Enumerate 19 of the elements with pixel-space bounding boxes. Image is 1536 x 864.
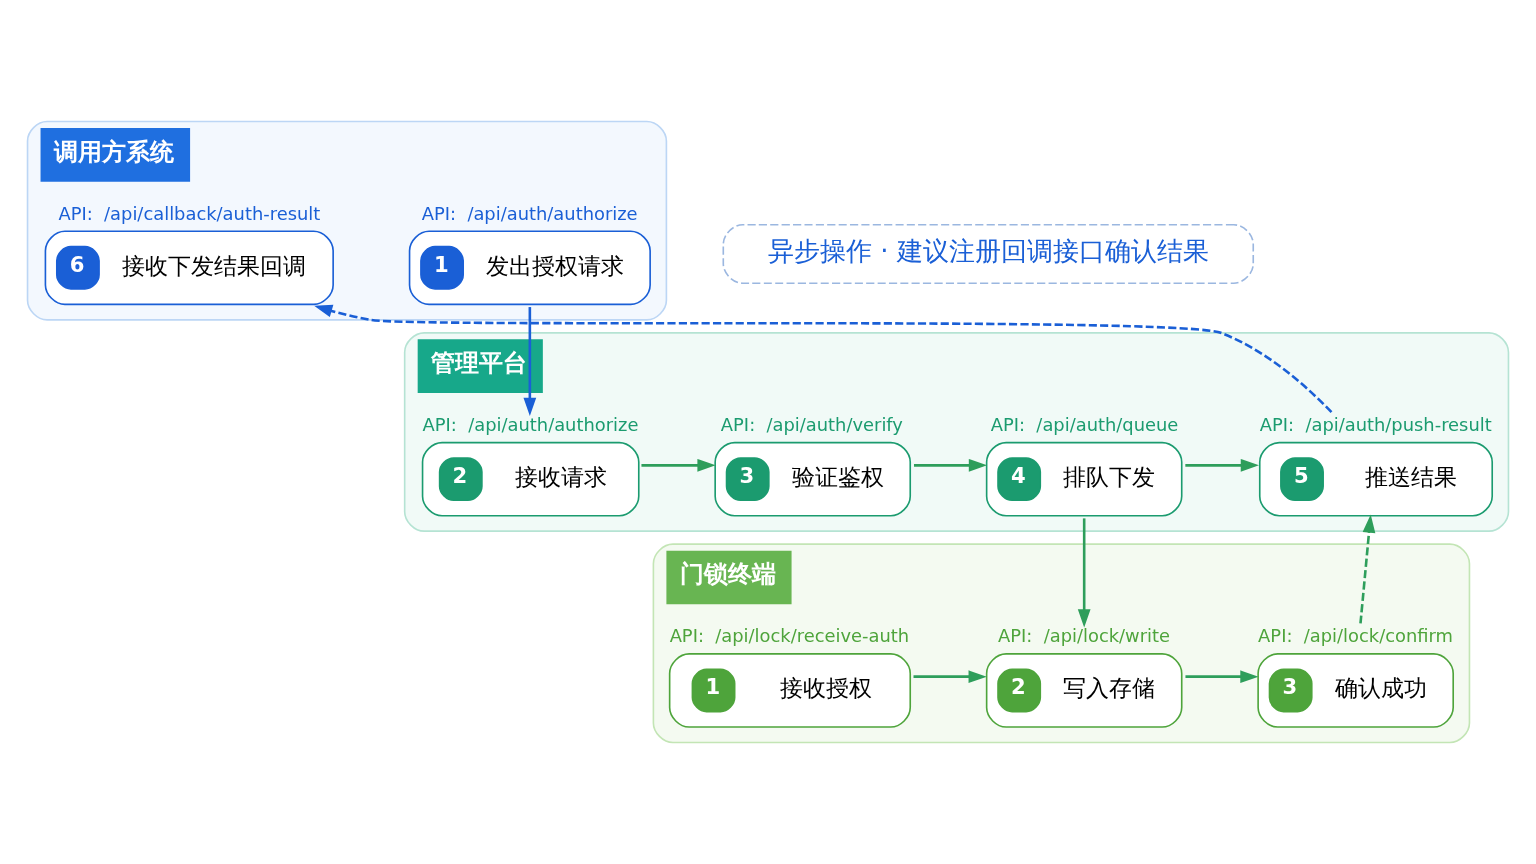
arrow	[914, 458, 988, 472]
arrow	[1359, 514, 1376, 624]
node-label: API: /api/auth/verify	[720, 413, 903, 435]
node-label: API: /api/lock/receive-auth	[669, 625, 910, 647]
arrow	[641, 458, 716, 472]
arrow	[913, 670, 987, 684]
arrow	[523, 307, 537, 417]
node-label: API: /api/lock/confirm	[1258, 625, 1454, 647]
node-box: 异步操作 · 建议注册回调接口确认结果	[722, 223, 1255, 285]
node-label: API: /api/callback/auth-result	[58, 202, 321, 224]
node-label: API: /api/auth/queue	[990, 413, 1179, 435]
arrow	[1077, 518, 1091, 628]
arrow	[1185, 670, 1259, 684]
arrow	[314, 304, 1333, 414]
node-label: API: /api/auth/push-result	[1259, 413, 1492, 435]
node-label: API: /api/lock/write	[998, 625, 1171, 647]
arrow	[1185, 458, 1259, 472]
node-label: API: /api/auth/authorize	[422, 413, 639, 435]
node-label: API: /api/auth/authorize	[421, 202, 638, 224]
